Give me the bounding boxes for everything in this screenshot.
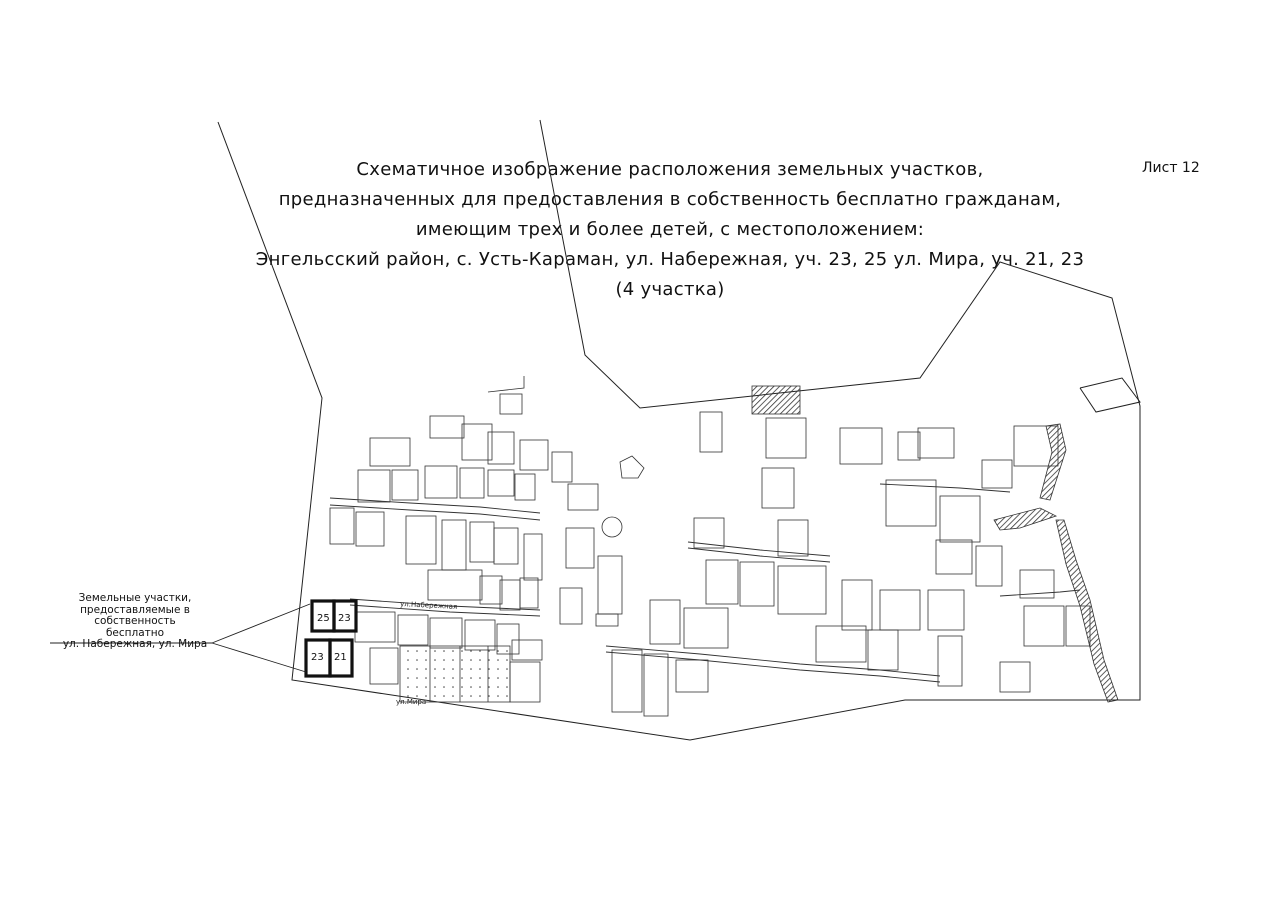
roads <box>329 483 1081 683</box>
street-label-mira: ул.Мира <box>396 698 426 706</box>
highlighted-plot-labels: 25 23 23 21 <box>311 613 351 663</box>
parcels-southwest <box>354 611 543 703</box>
title-line-2: предназначенных для предоставления в соб… <box>278 189 1062 210</box>
legend: Земельные участки, предоставляемые в соб… <box>40 592 230 651</box>
river-bank <box>993 423 1119 703</box>
legend-line-2: предоставляемые в собственность <box>80 603 190 627</box>
legend-leader <box>50 603 311 673</box>
plot-label-naberezhnaya-23: 23 <box>338 613 351 624</box>
highlighted-plots <box>304 599 358 678</box>
title-line-5: (4 участка) <box>615 279 725 300</box>
parcels-east <box>611 385 1091 717</box>
plot-label-naberezhnaya-25: 25 <box>317 613 330 624</box>
plot-naberezhnaya-23 <box>332 599 358 633</box>
legend-line-4: ул. Набережная, ул. Мира <box>62 638 208 650</box>
settlement-boundary <box>217 119 1141 741</box>
sheet-number: Лист 12 <box>1142 160 1200 176</box>
street-label-naberezhnaya: ул.Набережная <box>400 600 457 611</box>
legend-line-1: Земельные участки, <box>78 592 192 604</box>
parcels-west <box>329 376 645 627</box>
plot-label-mira-23: 23 <box>311 652 324 663</box>
map-title: Схематичное изображение расположения зем… <box>230 155 1110 305</box>
plot-label-mira-21: 21 <box>334 652 347 663</box>
title-line-4: Энгельсский район, с. Усть-Караман, ул. … <box>255 249 1085 270</box>
title-line-3: имеющим трех и более детей, с местополож… <box>415 219 925 240</box>
title-line-1: Схематичное изображение расположения зем… <box>356 159 984 180</box>
plot-mira-21 <box>328 638 354 678</box>
legend-line-3: бесплатно <box>105 626 165 639</box>
